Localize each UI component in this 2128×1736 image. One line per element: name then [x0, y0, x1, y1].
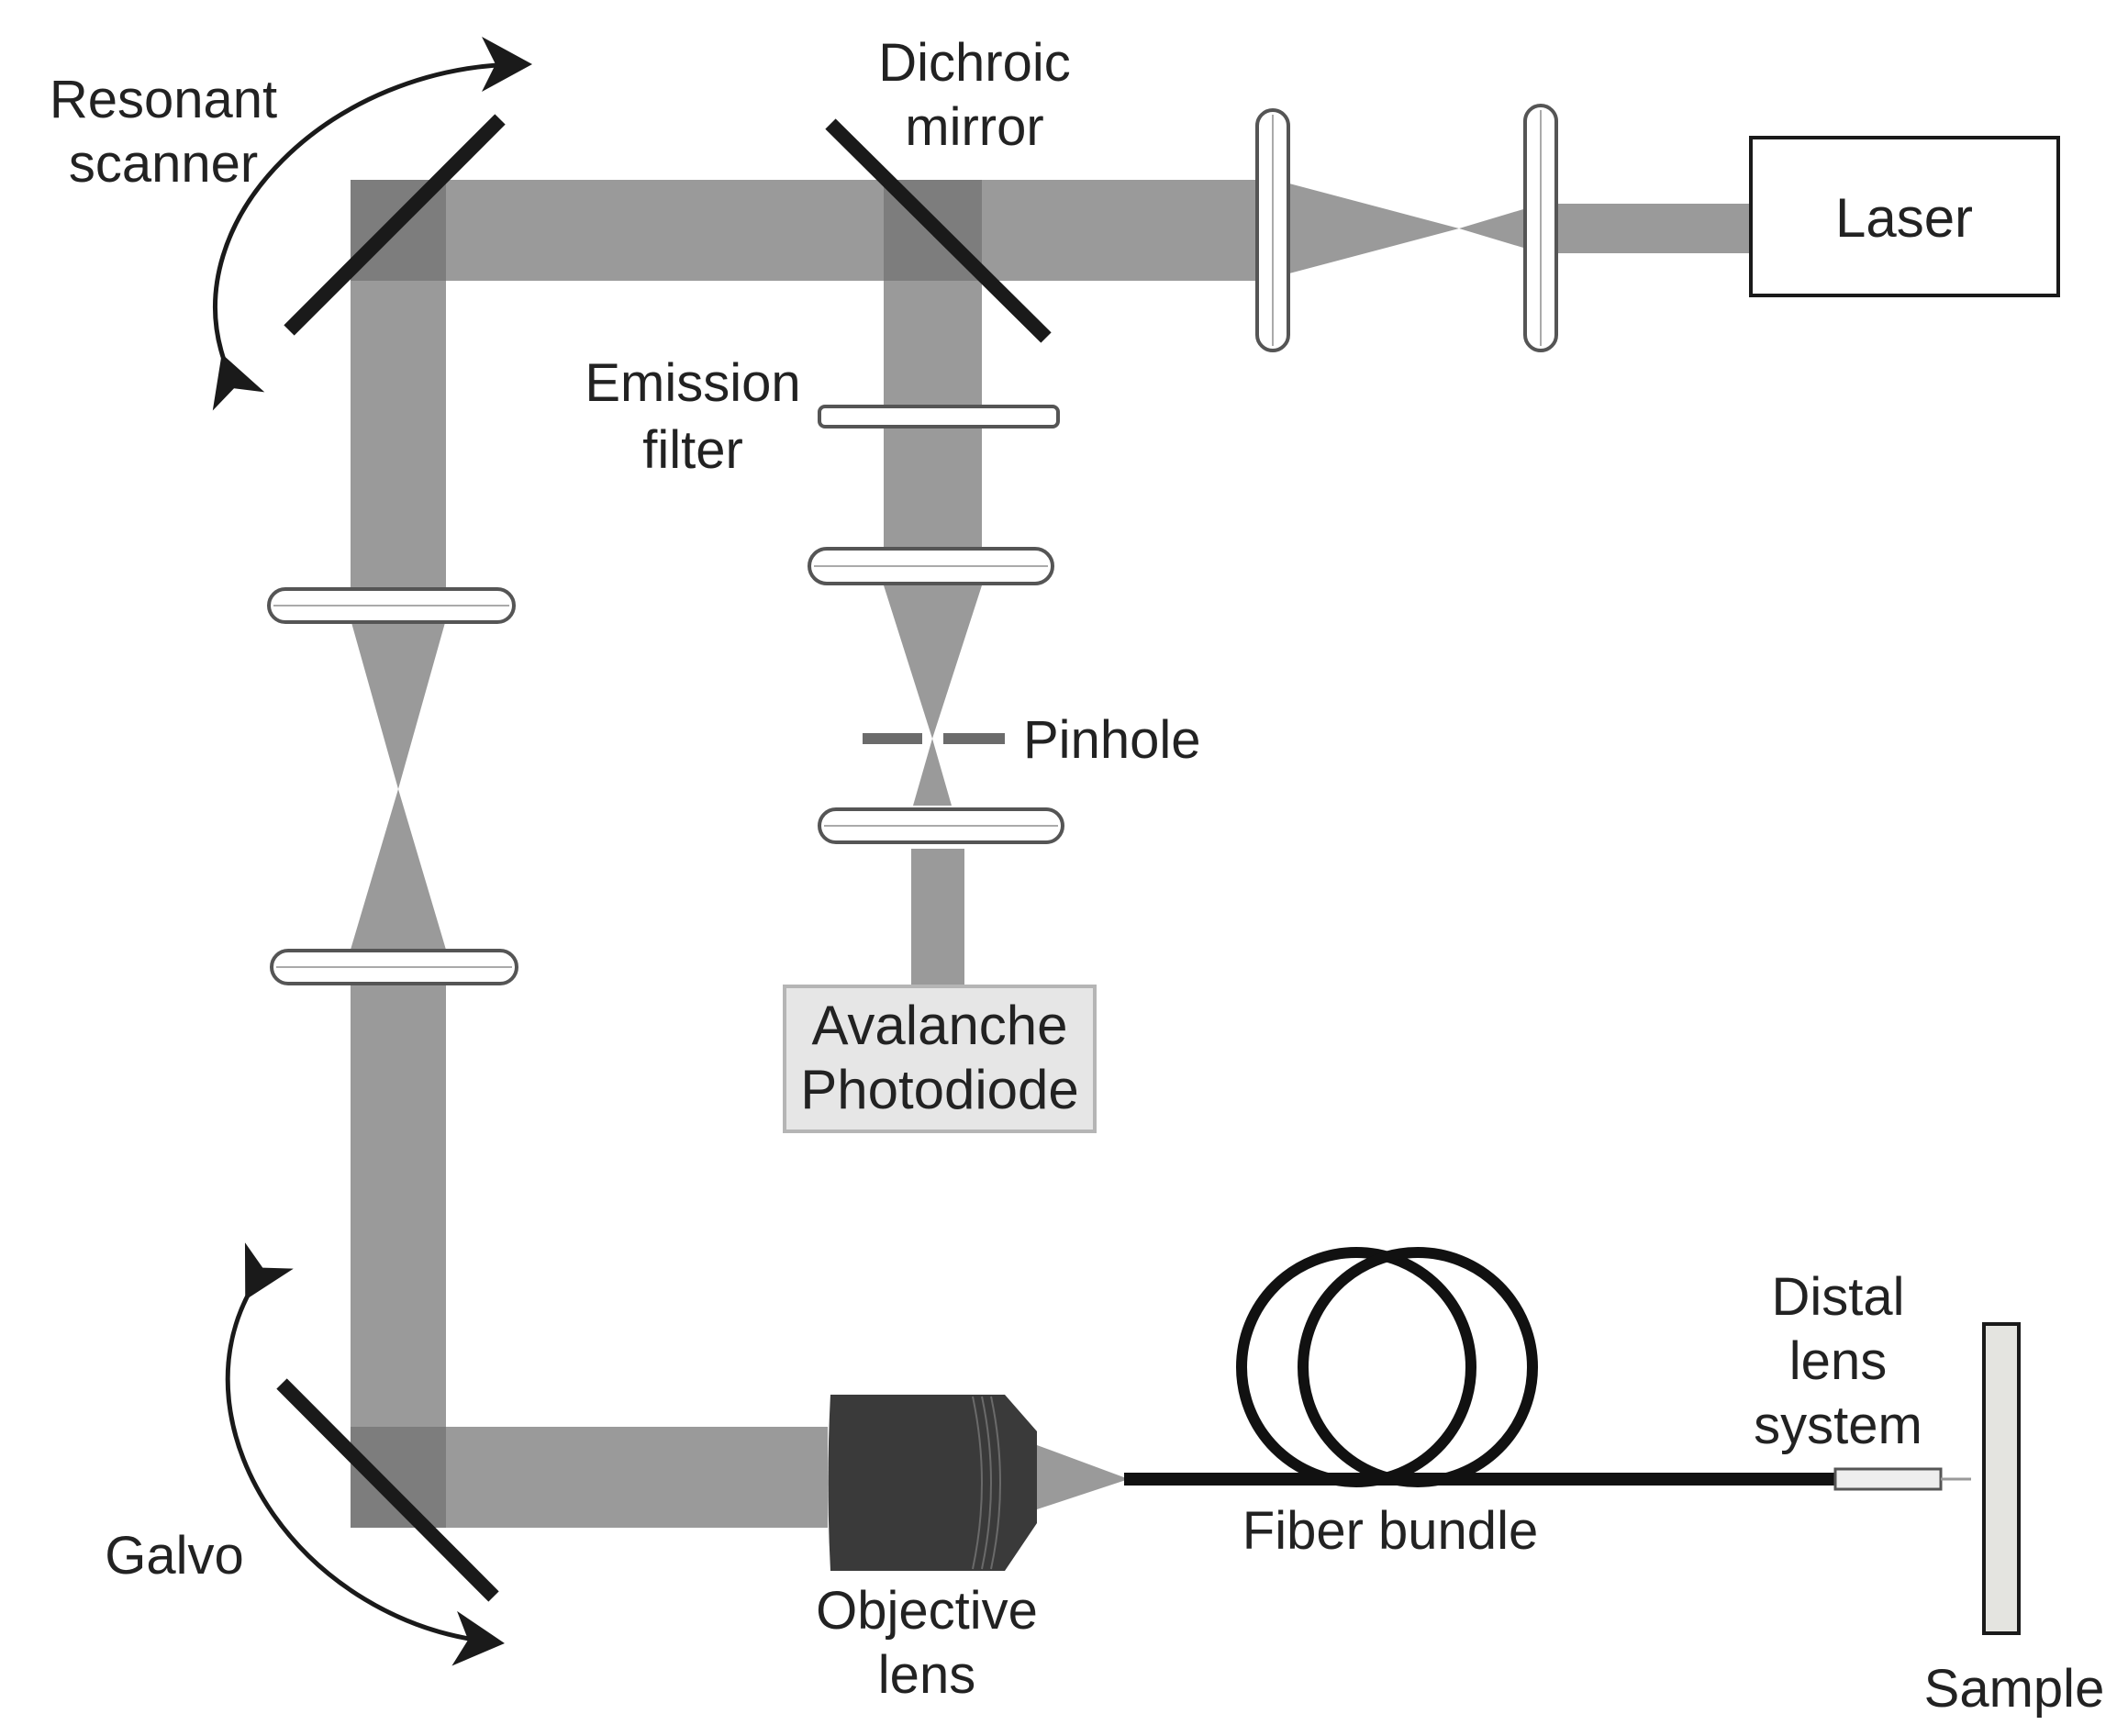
objective-lens-label-line1: Objective — [816, 1581, 1038, 1641]
left-vertical-beam-upper — [351, 281, 446, 593]
distal-lens-system-element — [1833, 1467, 1943, 1491]
fiber-bundle — [1236, 1247, 1538, 1487]
resonant-scanner-label-line1: Resonant — [50, 70, 277, 129]
dichroic-mirror-label-line2: mirror — [905, 97, 1043, 157]
resonant-scanner-label-line2: scanner — [69, 134, 258, 194]
dichroic-mirror-label-line1: Dichroic — [878, 33, 1071, 93]
distal-lens-system-label-line1: Distal — [1771, 1267, 1904, 1327]
detection-cone-upper — [884, 585, 982, 739]
detection-lens-lower — [818, 807, 1064, 844]
expander-lens-2 — [1523, 104, 1558, 352]
expander-cone-right — [1459, 204, 1542, 253]
fiber-bundle-label: Fiber bundle — [1242, 1501, 1538, 1561]
detector-label-line2: Photodiode — [800, 1059, 1079, 1120]
resonant-scanner-rotation-arrow — [212, 37, 532, 411]
relay-lens-lower — [270, 949, 518, 985]
detector-beam — [911, 849, 964, 986]
distal-lens-system-label-line3: system — [1754, 1396, 1922, 1455]
fiber-coil-loop-1 — [1236, 1247, 1476, 1487]
objective-lens-body — [828, 1395, 1037, 1571]
pinhole-label: Pinhole — [1023, 710, 1200, 770]
laser-beam — [1542, 204, 1751, 253]
relay-lens-upper — [267, 587, 516, 624]
detection-lens-upper — [808, 547, 1054, 585]
relay-cone-lower — [351, 789, 446, 950]
fiber-coil-loop-2 — [1298, 1247, 1538, 1487]
detector-label-line1: Avalanche — [811, 995, 1067, 1056]
relay-cone-upper — [351, 619, 446, 789]
expander-lens-1 — [1255, 108, 1290, 352]
emission-filter-label-line1: Emission — [585, 353, 800, 413]
galvo-rotation-arrow — [225, 1242, 505, 1666]
objective-lens-label-line2: lens — [878, 1645, 975, 1705]
avalanche-photodiode-box — [783, 985, 1097, 1133]
top-horizontal-beam — [353, 180, 1276, 281]
laser-label: Laser — [1835, 187, 1973, 249]
emission-filter-label-line2: filter — [642, 420, 743, 480]
dichroic-mirror — [825, 118, 1052, 343]
objective-output-cone — [1037, 1445, 1129, 1509]
emission-filter-element — [818, 405, 1060, 428]
detection-cone-lower — [913, 739, 952, 806]
sample-element — [1982, 1322, 2021, 1635]
laser-box — [1749, 136, 2060, 297]
distal-lens-system-label-line2: lens — [1789, 1331, 1887, 1391]
left-vertical-beam-lower — [351, 980, 446, 1457]
sample-label: Sample — [1924, 1659, 2105, 1719]
expander-cone-left — [1276, 180, 1459, 277]
galvo-label: Galvo — [105, 1526, 244, 1586]
beam-paths — [351, 180, 1751, 1528]
